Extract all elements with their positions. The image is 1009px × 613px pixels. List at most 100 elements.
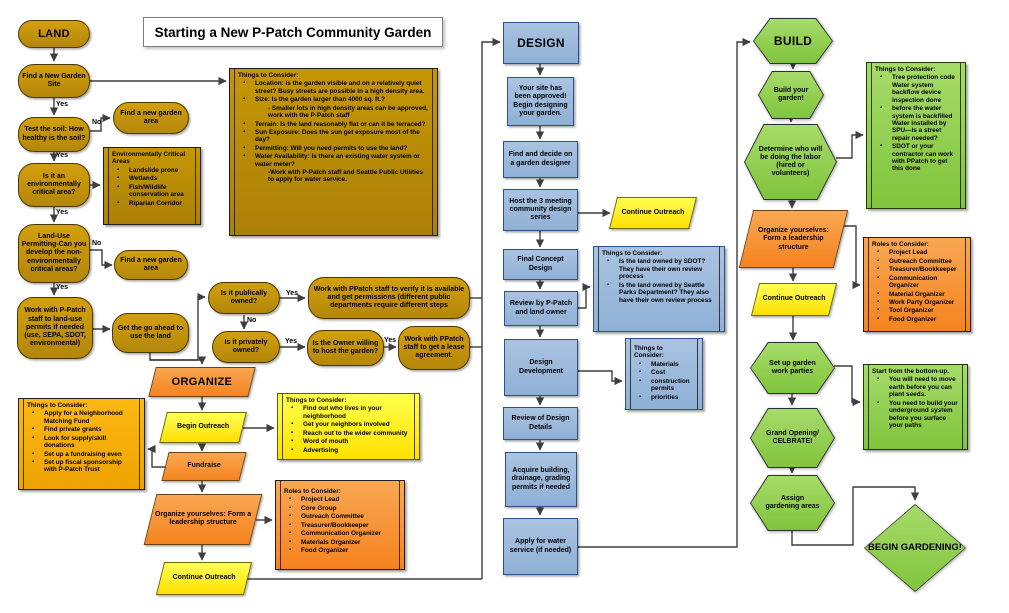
node-find-garden-site: Find a New Garden Site — [18, 64, 90, 98]
node-label: Build your garden! — [759, 72, 823, 118]
note-title: Environmentally Critical Areas — [112, 151, 186, 166]
node-host-design-series: Host the 3 meeting community design seri… — [503, 189, 578, 231]
label-yes-5: Yes — [286, 290, 299, 297]
node-assign-areas: Assign gardening areas — [750, 475, 835, 531]
note-title: Things to Consider: — [875, 66, 936, 73]
page-title: Starting a New P-Patch Community Garden — [143, 17, 443, 47]
note-item: Reach out to the wider community — [286, 430, 410, 437]
note-title: Things to Consider: — [602, 250, 663, 257]
node-design-development: Design Development — [504, 339, 578, 396]
node-find-new-garden-area-1: Find a new garden area — [113, 102, 189, 134]
node-review-design-details: Review of Design Details — [503, 407, 578, 440]
node-build-header: BUILD — [753, 18, 833, 64]
note-title: Things to Consider: — [238, 72, 299, 79]
node-land-header: LAND — [18, 20, 90, 48]
note-item: Find out who lives in your neighborhood — [286, 405, 410, 420]
node-label: Set up garden work parties — [751, 343, 834, 393]
node-grand-opening: Grand Opening/ CELBRATE! — [750, 408, 835, 468]
node-apply-water-service: Apply for water service (if needed) — [503, 518, 578, 575]
node-label: Grand Opening/ CELBRATE! — [751, 409, 834, 467]
note-item: Work Party Organizer — [872, 299, 961, 306]
note-item: Tree protection code Water system backfl… — [875, 74, 956, 104]
node-label: Assign gardening areas — [751, 476, 834, 530]
node-label: Begin Outreach — [176, 423, 230, 431]
note-build-water-things: Things to Consider: Tree protection code… — [866, 62, 966, 209]
label-no-1: No — [92, 119, 102, 126]
note-item: Set up a fundraising even — [27, 451, 135, 458]
note-funding-things: Things to Consider: Apply for a Neighbor… — [18, 398, 145, 490]
note-roles-organize: Roles to Consider: Project Lead Core Gro… — [275, 480, 405, 570]
node-label: Continue Outreach — [762, 295, 826, 303]
note-item: Sun Exposure: Does the sun get exposure … — [238, 129, 428, 144]
note-item: You need to build your underground syste… — [872, 400, 958, 430]
node-lease-agreement: Work with PPatch staff to get a lease ag… — [398, 326, 470, 370]
node-final-concept: Final Concept Design — [503, 249, 578, 280]
note-item: Get your neighbors involved — [286, 421, 410, 428]
note-item: Size: Is the garden larger than 4000 sq.… — [238, 96, 428, 103]
label-yes-3: Yes — [56, 209, 69, 216]
note-item: Food Organizer — [284, 547, 395, 554]
node-publicly-owned-question: Is it publically owned? — [208, 282, 280, 314]
note-title: Roles to Consider: — [284, 488, 341, 495]
node-begin-gardening: BEGIN GARDENING! — [864, 504, 966, 592]
note-outreach-things: Things to Consider: Find out who lives i… — [277, 393, 420, 460]
note-title: Things to Consider: — [27, 402, 88, 409]
note-item: Apply for a Neighborhood Matching Fund — [27, 410, 135, 425]
note-roles-build: Roles to Consider: Project Lead Outreach… — [863, 237, 971, 332]
note-item: Find private grants — [27, 426, 135, 433]
node-review-ppatch-owner: Review by P-Patch and land owner — [504, 291, 578, 326]
note-item: Landslide prone — [112, 167, 191, 174]
node-design-header: DESIGN — [503, 22, 579, 64]
note-item: Project Lead — [872, 249, 961, 256]
note-title: Start from the bottom-up. — [872, 368, 950, 375]
note-title: Roles to Consider: — [872, 241, 929, 248]
note-item: priorities — [634, 394, 693, 401]
label-no-2: No — [92, 240, 102, 247]
node-privately-owned-question: Is it privately owned? — [212, 331, 280, 363]
note-item: Set up fiscal sponsorship with P-Patch T… — [27, 459, 135, 474]
node-label: Fundraise — [187, 462, 221, 470]
node-env-critical-question: Is it an environmentally critical area? — [18, 163, 90, 207]
note-item: Look for supply/skill donations — [27, 435, 135, 450]
note-item: Is the land owned by SDOT? They have the… — [602, 258, 715, 280]
note-design-review-things: Things to Consider: Is the land owned by… — [593, 246, 725, 332]
note-item: Permitting: Will you need permits to use… — [238, 145, 428, 152]
note-item: Is the land owned by Seattle Parks Depar… — [602, 282, 715, 304]
note-item: Cost — [634, 369, 693, 376]
node-fundraise: Fundraise — [161, 452, 247, 481]
note-item: before the water system is backfilled Wa… — [875, 105, 956, 142]
node-continue-outreach-3: Continue Outreach — [750, 283, 838, 316]
note-item: Materials Organizer — [284, 539, 395, 546]
note-site-things-to-consider: Things to Consider: Location: Is the gar… — [229, 68, 438, 236]
note-subitem: -Work with P-Patch staff and Seattle Pub… — [268, 169, 424, 184]
node-land-use-permitting: Land-Use Permitting-Can you develop the … — [18, 224, 90, 283]
node-site-approved: Your site has been approved! Begin desig… — [507, 77, 574, 126]
note-title: Things to Consider: — [286, 397, 347, 404]
node-continue-outreach-1: Continue Outreach — [155, 562, 253, 595]
note-item: Materials — [634, 361, 693, 368]
node-begin-outreach: Begin Outreach — [159, 412, 247, 443]
note-item: Core Group — [284, 505, 395, 512]
node-label: Organize yourselves: Form a leadership s… — [758, 226, 829, 251]
note-env-critical-areas: Environmentally Critical Areas Landslide… — [103, 147, 201, 225]
node-determine-labor: Determine who will be doing the labor (h… — [744, 124, 837, 200]
note-item: Wetlands — [112, 175, 191, 182]
label-yes-6: Yes — [285, 338, 298, 345]
note-item: Fish/Wildlife conservation area — [112, 184, 191, 199]
node-continue-outreach-design: Continue Outreach — [609, 197, 697, 229]
node-verify-permissions: Work with PPatch staff to verify it is a… — [308, 277, 470, 319]
note-item: Advertising — [286, 447, 410, 454]
note-item: SDOT or your contractor can work with PP… — [875, 143, 956, 173]
note-item: Terrain: Is the land reasonably flat or … — [238, 121, 428, 128]
node-label: BEGIN GARDENING! — [865, 505, 965, 591]
note-item: You will need to move earth before you c… — [872, 376, 958, 398]
node-label: Organize yourselves: Form a leadership s… — [154, 511, 252, 527]
node-get-go-ahead: Get the go ahead to use the land — [112, 313, 189, 353]
node-label: BUILD — [754, 19, 832, 63]
note-item: Treasurer/Bookkeeper — [284, 522, 395, 529]
node-label: Continue Outreach — [172, 574, 236, 582]
node-work-permits: Work with P-Patch staff to land-use perm… — [17, 297, 93, 359]
note-subitem: - Smaller lots in high density areas can… — [268, 104, 428, 120]
